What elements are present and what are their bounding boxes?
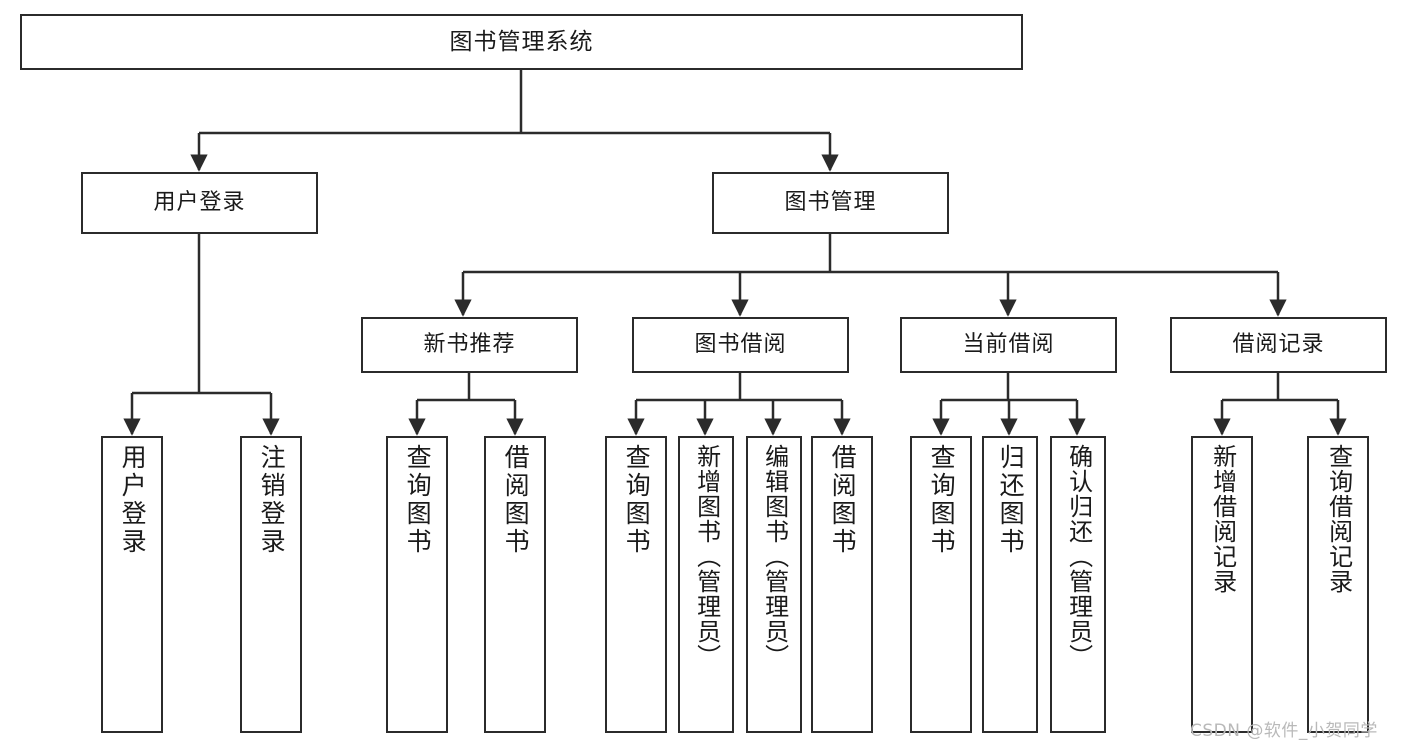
- node-label: 查询图书: [927, 444, 957, 556]
- leaf-current-borrow-confirm-return-admin[interactable]: 确认归还（管理员）: [1050, 436, 1106, 733]
- node-label: 归还图书: [996, 444, 1026, 556]
- node-label: 查询图书: [403, 444, 433, 556]
- node-label: 借阅图书: [501, 444, 531, 556]
- leaf-book-borrow-add-book-admin[interactable]: 新增图书（管理员）: [678, 436, 734, 733]
- node-current-borrow[interactable]: 当前借阅: [900, 317, 1117, 373]
- node-label: 借阅记录: [1232, 332, 1325, 358]
- node-label: 图书管理系统: [449, 28, 594, 55]
- leaf-borrow-record-add-record[interactable]: 新增借阅记录: [1191, 436, 1253, 733]
- node-label: 查询图书: [622, 444, 652, 556]
- node-book-borrow[interactable]: 图书借阅: [632, 317, 849, 373]
- leaf-book-borrow-query-book[interactable]: 查询图书: [605, 436, 667, 733]
- node-label: 借阅图书: [828, 444, 858, 556]
- node-label: 编辑图书（管理员）: [760, 444, 789, 669]
- node-label: 注销登录: [257, 444, 287, 556]
- leaf-current-borrow-query-book[interactable]: 查询图书: [910, 436, 972, 733]
- node-label: 图书借阅: [694, 332, 787, 358]
- node-label: 用户登录: [118, 444, 148, 556]
- node-label: 当前借阅: [962, 332, 1055, 358]
- node-user-login[interactable]: 用户登录: [81, 172, 318, 234]
- leaf-new-book-borrow-book[interactable]: 借阅图书: [484, 436, 546, 733]
- node-label: 查询借阅记录: [1324, 444, 1353, 594]
- node-label: 新增图书（管理员）: [692, 444, 721, 669]
- node-borrow-record[interactable]: 借阅记录: [1170, 317, 1387, 373]
- leaf-new-book-query-book[interactable]: 查询图书: [386, 436, 448, 733]
- node-label: 用户登录: [153, 190, 246, 216]
- leaf-current-borrow-return-book[interactable]: 归还图书: [982, 436, 1038, 733]
- node-root-book-management-system[interactable]: 图书管理系统: [20, 14, 1023, 70]
- leaf-book-borrow-borrow-book[interactable]: 借阅图书: [811, 436, 873, 733]
- csdn-watermark: CSDN @软件_小贺同学: [1190, 721, 1378, 741]
- node-label: 确认归还（管理员）: [1064, 444, 1093, 669]
- leaf-book-borrow-edit-book-admin[interactable]: 编辑图书（管理员）: [746, 436, 802, 733]
- node-book-management[interactable]: 图书管理: [712, 172, 949, 234]
- node-new-book-recommend[interactable]: 新书推荐: [361, 317, 578, 373]
- node-label: 图书管理: [784, 190, 877, 216]
- leaf-borrow-record-query-record[interactable]: 查询借阅记录: [1307, 436, 1369, 733]
- node-label: 新书推荐: [423, 332, 516, 358]
- leaf-user-login-logout[interactable]: 注销登录: [240, 436, 302, 733]
- leaf-user-login-login[interactable]: 用户登录: [101, 436, 163, 733]
- node-label: 新增借阅记录: [1208, 444, 1237, 594]
